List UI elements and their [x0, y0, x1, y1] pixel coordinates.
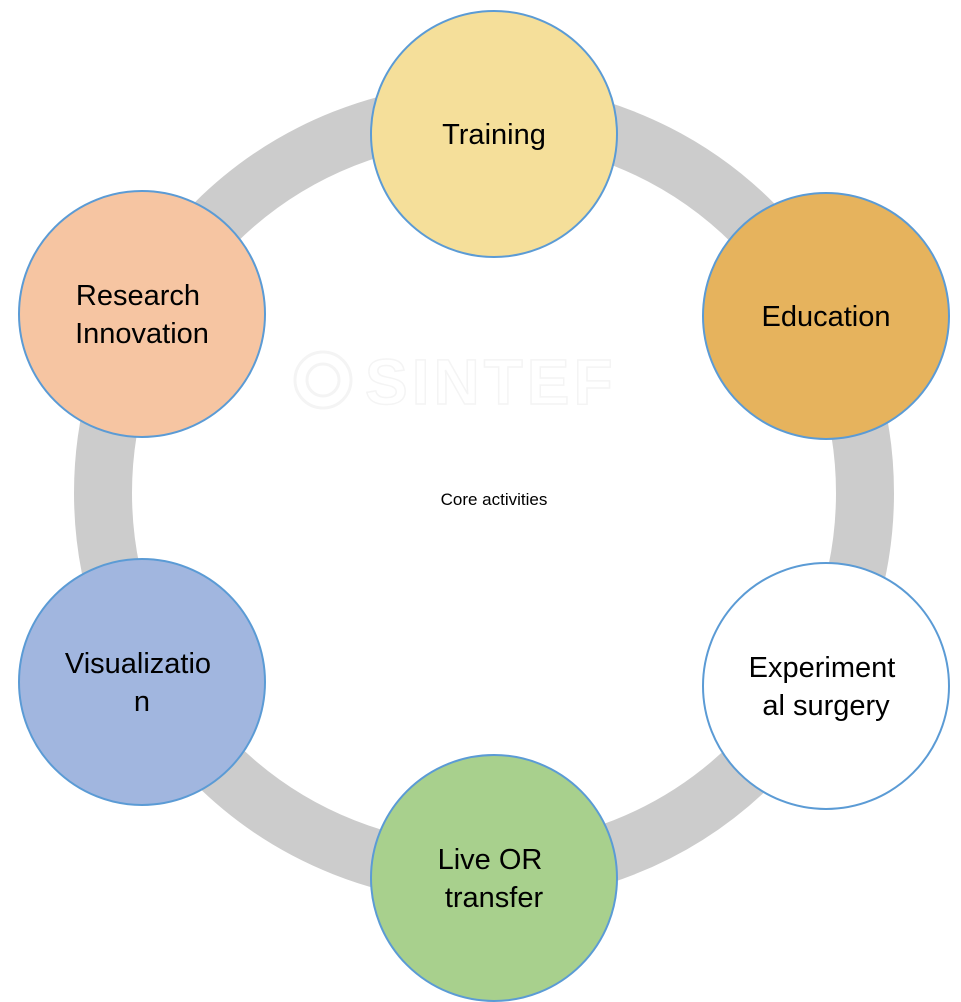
watermark-text: SINTEF — [365, 346, 617, 418]
node-visualization-label-line-2: n — [134, 686, 150, 718]
node-training-label: Training — [442, 119, 546, 151]
node-live-or-transfer: Live OR transfer — [370, 754, 618, 1002]
node-live-or-transfer-label-line-2: transfer — [445, 882, 544, 914]
node-research-innovation-label-line-1: Research — [76, 280, 200, 312]
node-live-or-transfer-label-line-1: Live OR — [438, 844, 543, 876]
node-training-label-line-1: Training — [442, 119, 546, 151]
node-research-innovation-label-line-2: Innovation — [75, 318, 209, 350]
node-research-innovation-label: Research Innovation — [75, 280, 209, 350]
node-experimental-surgery-label-line-2: al surgery — [762, 690, 890, 722]
node-training: Training — [370, 10, 618, 258]
node-visualization: Visualizatio n — [18, 558, 266, 806]
node-education-label: Education — [762, 301, 891, 333]
node-experimental-surgery: Experiment al surgery — [702, 562, 950, 810]
node-research-innovation: Research Innovation — [18, 190, 266, 438]
node-education-label-line-1: Education — [762, 301, 891, 333]
node-visualization-label-line-1: Visualizatio — [65, 648, 211, 680]
watermark: SINTEF — [293, 345, 617, 419]
center-label: Core activities — [441, 490, 548, 509]
node-experimental-surgery-label: Experiment al surgery — [749, 652, 904, 722]
node-experimental-surgery-label-line-1: Experiment — [749, 652, 896, 684]
node-live-or-transfer-label: Live OR transfer — [438, 844, 551, 914]
node-education: Education — [702, 192, 950, 440]
node-visualization-label: Visualizatio n — [65, 648, 219, 718]
